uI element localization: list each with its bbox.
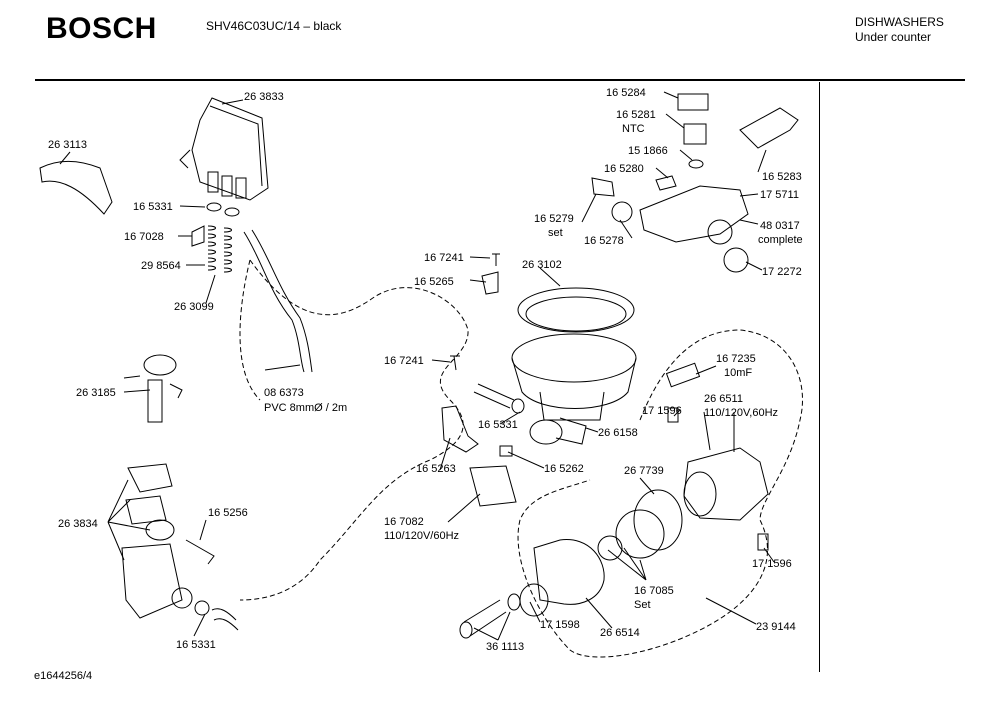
part-label: complete bbox=[758, 234, 803, 246]
model-number: SHV46C03UC/14 – black bbox=[206, 19, 342, 33]
middle-pipes-drawing bbox=[441, 383, 587, 507]
part-label: NTC bbox=[622, 123, 645, 135]
part-label: 15 1866 bbox=[628, 145, 668, 157]
part-label: 16 5283 bbox=[762, 171, 802, 183]
part-label: Set bbox=[634, 599, 651, 611]
part-label: 26 6511 bbox=[704, 393, 743, 405]
brand-logo: BOSCH bbox=[46, 12, 157, 45]
part-label: 17 2272 bbox=[762, 266, 802, 278]
part-label: 17 1598 bbox=[540, 619, 580, 631]
sensor-drawing bbox=[123, 354, 183, 423]
category-subtitle: Under counter bbox=[855, 30, 932, 44]
part-label: 16 7241 bbox=[384, 355, 424, 367]
part-label: 26 3099 bbox=[174, 301, 214, 313]
part-label: 16 5263 bbox=[416, 463, 456, 475]
leader-lines bbox=[59, 91, 775, 641]
part-label: 26 3102 bbox=[522, 259, 562, 271]
part-label: 26 7739 bbox=[624, 465, 664, 477]
boundary-left-2 bbox=[239, 259, 261, 401]
part-label: 16 5256 bbox=[208, 507, 248, 519]
part-label: 16 5262 bbox=[544, 463, 584, 475]
part-label: 16 5278 bbox=[584, 235, 624, 247]
inlet-housing-drawing bbox=[179, 97, 269, 201]
part-label: 17 1596 bbox=[752, 558, 792, 570]
heater-fittings-drawing bbox=[591, 93, 799, 273]
screw-drawing bbox=[492, 253, 500, 266]
part-label: 16 7085 bbox=[634, 585, 674, 597]
part-label: 26 3185 bbox=[76, 387, 116, 399]
part-label: 17 5711 bbox=[760, 189, 799, 201]
boundary-left bbox=[239, 259, 469, 601]
screw-drawing-2 bbox=[450, 355, 460, 371]
part-label: 110/120V/60Hz bbox=[384, 530, 459, 542]
part-label: PVC 8mmØ / 2m bbox=[264, 402, 347, 414]
side-rule bbox=[819, 82, 820, 672]
document-id: e1644256/4 bbox=[34, 670, 93, 682]
part-label: 10mF bbox=[724, 367, 752, 379]
part-label: 110/120V,60Hz bbox=[704, 407, 778, 419]
part-label: 16 7028 bbox=[124, 231, 164, 243]
header-rule bbox=[35, 79, 965, 81]
motor-drawing bbox=[597, 362, 769, 561]
part-label: 16 7082 bbox=[384, 516, 424, 528]
part-label: 36 1113 bbox=[486, 641, 524, 653]
part-labels: 26 3833 26 3113 16 5331 16 7028 29 8564 … bbox=[48, 87, 803, 653]
part-label: 23 9144 bbox=[756, 621, 796, 633]
part-label: 26 3833 bbox=[244, 91, 284, 103]
part-label: 16 5281 bbox=[616, 109, 656, 121]
part-label: 48 0317 bbox=[760, 220, 800, 232]
part-label: 26 6158 bbox=[598, 427, 638, 439]
part-label: 16 5265 bbox=[414, 276, 454, 288]
part-label: 16 5284 bbox=[606, 87, 646, 99]
sump-tub-drawing bbox=[511, 287, 637, 421]
part-label: 17 1596 bbox=[642, 405, 682, 417]
part-label: 16 5331 bbox=[176, 639, 216, 651]
part-label: 16 7241 bbox=[424, 252, 464, 264]
part-label: 26 6514 bbox=[600, 627, 640, 639]
sump-assembly-drawing bbox=[121, 463, 239, 631]
part-label: 16 7235 bbox=[716, 353, 756, 365]
cover-drawing bbox=[39, 160, 113, 215]
part-label: 08 6373 bbox=[264, 387, 304, 399]
part-label: 26 3834 bbox=[58, 518, 98, 530]
part-label: 29 8564 bbox=[141, 260, 181, 272]
part-label: set bbox=[548, 227, 563, 239]
clip-drawing bbox=[481, 271, 499, 295]
pump-housing-drawing bbox=[459, 539, 605, 639]
part-label: 16 5279 bbox=[534, 213, 574, 225]
springs-drawing bbox=[191, 202, 240, 273]
part-label: 16 5331 bbox=[478, 419, 518, 431]
part-label: 16 5331 bbox=[133, 201, 173, 213]
boundary-right bbox=[517, 329, 803, 658]
part-label: 26 3113 bbox=[48, 139, 87, 151]
hose-drawing bbox=[243, 229, 313, 373]
part-label: 16 5280 bbox=[604, 163, 644, 175]
category-title: DISHWASHERS bbox=[855, 15, 944, 29]
